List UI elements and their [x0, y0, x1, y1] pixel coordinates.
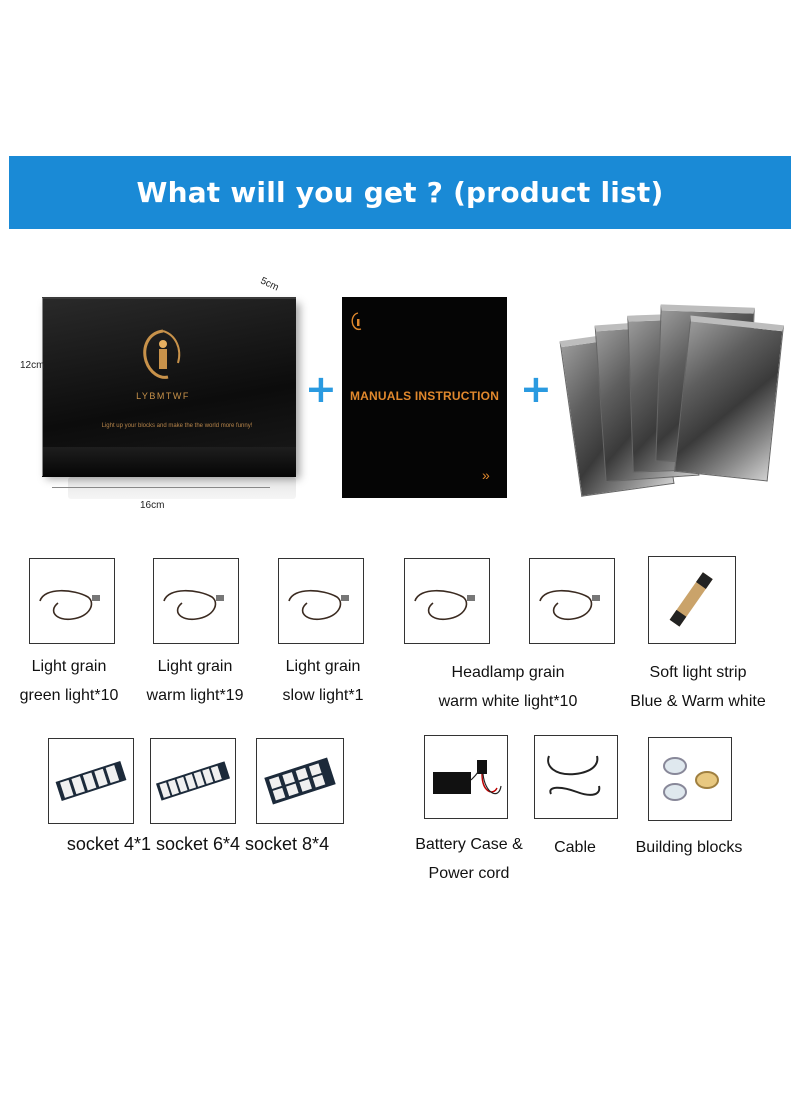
light-grain-warm-card — [153, 558, 239, 644]
bag — [674, 315, 784, 482]
item-label-line2: Blue & Warm white — [630, 693, 766, 710]
battery-case-label: Battery Case & Power cord — [404, 830, 534, 888]
battery-case-card — [424, 735, 508, 819]
light-grain-green-card — [29, 558, 115, 644]
item-label-line2: Power cord — [428, 865, 510, 882]
item-label-line1: Soft light strip — [649, 664, 747, 681]
socket-6-card — [150, 738, 236, 824]
wire-led-icon — [288, 589, 349, 621]
manual-title: MANUALS INSTRUCTION — [349, 389, 500, 403]
wire-led-icon — [539, 589, 600, 621]
gift-box-image: LYBMTWF Light up your blocks and make th… — [20, 275, 300, 520]
soft-light-strip-card — [648, 556, 736, 644]
item-label-line2: warm white light*10 — [438, 693, 578, 710]
header-banner: What will you get ? (product list) — [9, 156, 791, 229]
plus-icon: + — [520, 367, 552, 411]
box-brand: LYBMTWF — [136, 391, 190, 401]
box-slogan: Light up your blocks and make the the wo… — [101, 423, 253, 429]
light-grain-slow-label: Light grain slow light*1 — [268, 652, 378, 710]
building-blocks-label: Building blocks — [635, 839, 743, 856]
height-dimension-line — [42, 298, 43, 476]
lamp-logo-icon — [143, 329, 181, 379]
double-arrow-icon: » — [482, 467, 490, 483]
wire-led-icon — [39, 589, 100, 621]
item-label-line1: Headlamp grain — [451, 664, 565, 681]
light-strip-icon — [669, 572, 713, 627]
manual-image: MANUALS INSTRUCTION » — [342, 297, 507, 498]
building-blocks-card — [648, 737, 732, 821]
item-label-line2: warm light*19 — [146, 687, 244, 704]
socket-board-icon — [55, 760, 127, 802]
sockets-label: socket 4*1 socket 6*4 socket 8*4 — [66, 834, 330, 854]
lamp-logo-icon — [351, 312, 362, 331]
building-blocks-icon — [663, 757, 719, 801]
item-label-line2: slow light*1 — [282, 687, 364, 704]
antistatic-bags-image — [559, 292, 784, 502]
width-label: 16cm — [140, 500, 165, 511]
cable-card — [534, 735, 618, 819]
light-grain-green-label: Light grain green light*10 — [14, 652, 124, 710]
headlamp-grain-card — [404, 558, 490, 644]
item-label-line2: green light*10 — [19, 687, 119, 704]
headlamp-grain-label: Headlamp grain warm white light*10 — [418, 658, 598, 716]
plus-icon: + — [305, 367, 337, 411]
box-front — [42, 447, 296, 477]
box-lid — [42, 297, 296, 473]
socket-8-card — [256, 738, 344, 824]
light-grain-warm-label: Light grain warm light*19 — [140, 652, 250, 710]
battery-case-icon — [433, 760, 502, 795]
item-label-line1: Battery Case & — [415, 836, 523, 853]
box-base — [68, 477, 296, 499]
item-label-line1: Light grain — [285, 658, 361, 675]
item-label-line1: Light grain — [31, 658, 107, 675]
socket-board-icon — [264, 757, 336, 805]
socket-4-card — [48, 738, 134, 824]
height-label: 12cm — [20, 360, 45, 371]
width-dimension-line — [52, 487, 270, 488]
cable-label: Cable — [554, 839, 596, 856]
cable-icon — [547, 755, 601, 796]
headlamp-grain-card-2 — [529, 558, 615, 644]
page-title: What will you get ? (product list) — [136, 176, 664, 209]
socket-board-icon — [155, 761, 231, 801]
wire-led-icon — [414, 589, 475, 621]
light-grain-slow-card — [278, 558, 364, 644]
item-label-line1: Light grain — [157, 658, 233, 675]
wire-led-icon — [163, 589, 224, 621]
soft-light-strip-label: Soft light strip Blue & Warm white — [618, 658, 778, 716]
